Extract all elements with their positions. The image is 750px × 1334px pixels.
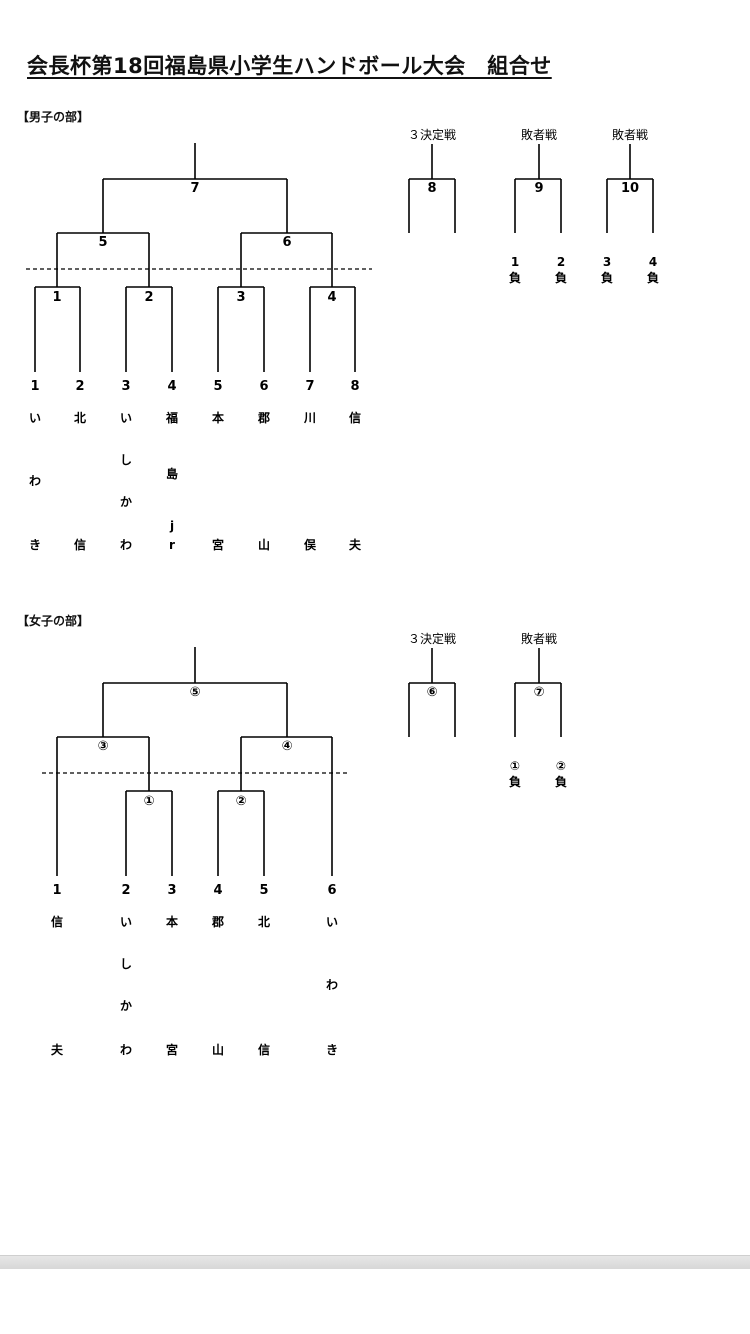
boys-team-char: い — [29, 411, 41, 425]
boys-team-char: r — [169, 538, 175, 552]
boys-side-match-number: 10 — [621, 181, 639, 196]
girls-team-char: 宮 — [166, 1042, 178, 1057]
boys-seed-number: 4 — [167, 379, 176, 394]
boys-seed-number: 7 — [305, 379, 314, 394]
girls-team-char: 信 — [51, 914, 63, 929]
boys-side-match-number: 8 — [427, 181, 436, 196]
boys-loser-number: 1 — [511, 255, 519, 269]
boys-loser-number: 4 — [649, 255, 657, 269]
boys-seed-number: 2 — [75, 379, 84, 394]
girls-team-char: 夫 — [50, 1042, 64, 1057]
boys-side-label: ３決定戦 — [408, 127, 456, 142]
boys-team-char: 北 — [74, 410, 86, 425]
boys-team-char: 本 — [212, 410, 224, 425]
girls-seed-number: 1 — [52, 883, 61, 898]
girls-loser-number: ② — [556, 759, 566, 773]
girls-team-char: か — [120, 999, 132, 1013]
boys-loser-mark: 負 — [647, 270, 659, 285]
girls-loser-mark: 負 — [555, 774, 567, 789]
boys-team-char: い — [120, 411, 132, 425]
boys-team-char: 福 — [165, 410, 178, 425]
girls-team-char: 山 — [212, 1042, 224, 1057]
tournament-sheet: 会長杯第18回福島県小学生ハンドボール大会 組合せ 【男子の部】 【女子の部】 … — [17, 54, 660, 1057]
boys-team-char: 島 — [166, 466, 178, 481]
girls-team-char: 信 — [258, 1042, 270, 1057]
page-title: 会長杯第18回福島県小学生ハンドボール大会 組合せ — [27, 54, 552, 78]
girls-match-number: ② — [235, 794, 246, 809]
boys-team-char: し — [120, 453, 132, 467]
boys-loser-number: 3 — [603, 255, 611, 269]
girls-match-number: ① — [143, 794, 154, 809]
girls-seed-number: 3 — [167, 883, 176, 898]
girls-team-char: し — [120, 957, 132, 971]
girls-loser-number: ① — [510, 759, 520, 773]
girls-seed-number: 2 — [121, 883, 130, 898]
boys-team-char: わ — [29, 474, 41, 488]
girls-team-char: い — [120, 915, 132, 929]
boys-team-char: か — [120, 495, 132, 509]
boys-team-char: 俣 — [304, 537, 317, 552]
boys-seed-number: 5 — [213, 379, 222, 394]
girls-team-char: 本 — [166, 914, 178, 929]
girls-seed-number: 6 — [327, 883, 336, 898]
girls-match-number: ③ — [97, 739, 108, 754]
footer-area — [0, 1269, 750, 1334]
boys-seed-number: 8 — [350, 379, 359, 394]
boys-loser-number: 2 — [557, 255, 565, 269]
boys-team-char: 郡 — [257, 411, 270, 425]
boys-team-char: j — [169, 519, 174, 533]
page-divider — [0, 1255, 750, 1270]
boys-team-char: わ — [120, 538, 132, 552]
girls-section-label: 【女子の部】 — [17, 614, 90, 628]
girls-team-char: い — [326, 915, 338, 929]
boys-match-number: 2 — [144, 290, 153, 305]
girls-team-char: 郡 — [211, 915, 224, 929]
boys-side-label: 敗者戦 — [612, 127, 648, 142]
girls-side-match-number: ⑥ — [426, 685, 437, 700]
boys-team-char: 川 — [303, 411, 316, 425]
girls-loser-mark: 負 — [509, 774, 521, 789]
boys-match-number: 4 — [327, 290, 336, 305]
girls-side-match-number: ⑦ — [533, 685, 544, 700]
boys-match-number: 7 — [190, 181, 199, 196]
girls-team-char: 北 — [258, 914, 270, 929]
boys-match-number: 5 — [98, 235, 107, 250]
boys-team-char: 宮 — [212, 537, 224, 552]
boys-loser-mark: 負 — [601, 270, 613, 285]
boys-section-label: 【男子の部】 — [17, 110, 90, 124]
girls-seed-number: 5 — [259, 883, 268, 898]
boys-team-char: 信 — [349, 410, 361, 425]
boys-team-char: き — [29, 538, 41, 552]
boys-match-number: 1 — [52, 290, 61, 305]
girls-match-number: ⑤ — [189, 685, 200, 700]
boys-seed-number: 6 — [259, 379, 268, 394]
boys-match-number: 3 — [236, 290, 245, 305]
boys-team-char: 信 — [74, 537, 86, 552]
girls-side-label: ３決定戦 — [408, 631, 456, 646]
girls-team-char: わ — [326, 978, 338, 992]
girls-side-label: 敗者戦 — [521, 631, 557, 646]
girls-seed-number: 4 — [213, 883, 222, 898]
boys-seed-number: 3 — [121, 379, 130, 394]
boys-side-label: 敗者戦 — [521, 127, 557, 142]
boys-loser-mark: 負 — [509, 270, 521, 285]
boys-loser-mark: 負 — [555, 270, 567, 285]
girls-team-char: き — [326, 1043, 338, 1057]
boys-seed-number: 1 — [30, 379, 39, 394]
girls-match-number: ④ — [281, 739, 292, 754]
boys-side-match-number: 9 — [534, 181, 543, 196]
boys-match-number: 6 — [282, 235, 291, 250]
girls-team-char: わ — [120, 1043, 132, 1057]
boys-team-char: 夫 — [348, 537, 362, 552]
boys-team-char: 山 — [258, 537, 270, 552]
